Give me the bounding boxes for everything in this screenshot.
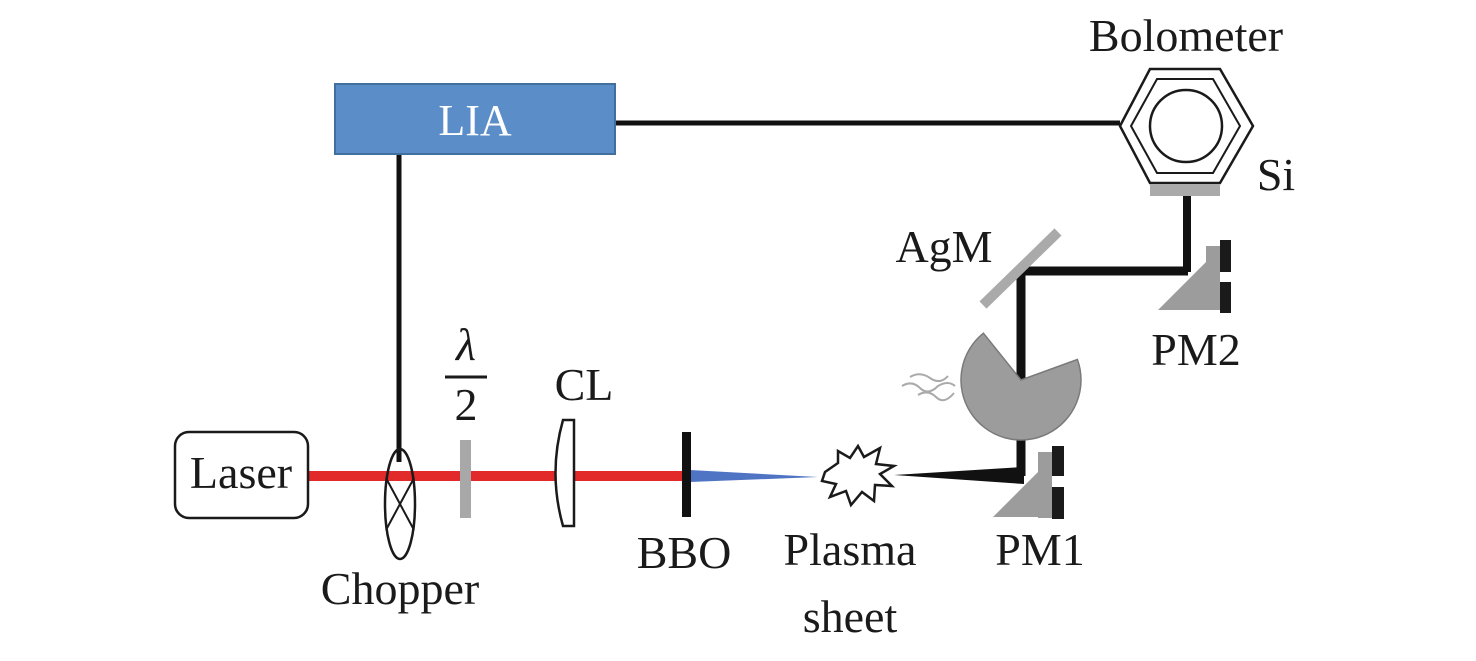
chopper-label: Chopper bbox=[321, 563, 479, 614]
chopper bbox=[383, 447, 417, 561]
bbo-crystal bbox=[682, 432, 691, 517]
plasma-label-line1: Plasma bbox=[784, 524, 917, 575]
agm-mirror bbox=[979, 228, 1062, 309]
si-label: Si bbox=[1257, 149, 1295, 200]
half-wave-plate-label: λ 2 bbox=[445, 319, 487, 430]
vibration-icon bbox=[901, 373, 956, 402]
bolometer-icon bbox=[1118, 67, 1255, 196]
thz-beam-to-pm1 bbox=[894, 467, 1024, 484]
fraction-denominator: 2 bbox=[455, 379, 478, 430]
lambda-symbol: λ bbox=[454, 319, 476, 370]
pm1-mirror bbox=[993, 446, 1064, 519]
laser-box: Laser bbox=[173, 430, 310, 520]
pm1-label: PM1 bbox=[995, 524, 1084, 575]
pm2-mirror bbox=[1158, 240, 1231, 313]
cl-label: CL bbox=[555, 359, 614, 410]
plasma-sheet-icon bbox=[820, 443, 898, 508]
agm-label: AgM bbox=[895, 221, 992, 272]
half-wave-plate bbox=[460, 440, 471, 518]
cylindrical-lens bbox=[554, 418, 576, 528]
lia-box: LIA bbox=[334, 83, 616, 155]
bbo-label: BBO bbox=[637, 527, 732, 578]
laser-label: Laser bbox=[190, 447, 292, 498]
bolometer-label: Bolometer bbox=[1089, 10, 1283, 61]
plasma-label-line2: sheet bbox=[803, 591, 898, 642]
lia-label: LIA bbox=[438, 96, 512, 145]
pm2-label: PM2 bbox=[1151, 324, 1240, 375]
blue-beam bbox=[690, 470, 818, 482]
thz-chopper-wheel bbox=[960, 332, 1082, 441]
